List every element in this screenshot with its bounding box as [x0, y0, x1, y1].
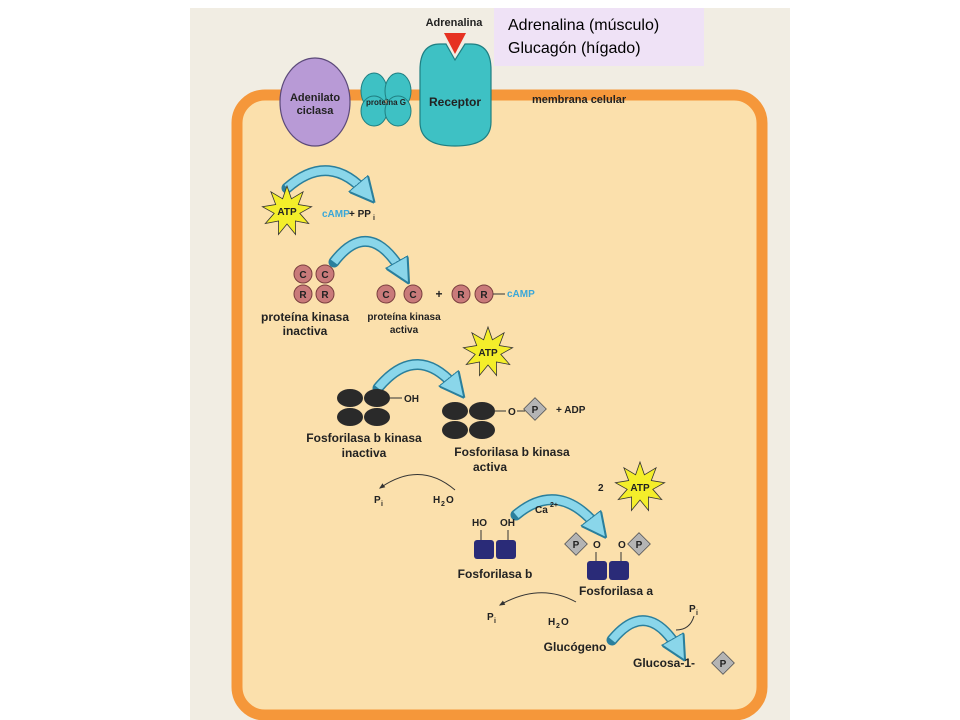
phosphorylase-a-label: Fosforilasa a: [579, 584, 653, 598]
phosphate-4: [711, 651, 735, 675]
ppi-subscript: i: [373, 215, 375, 222]
glucose-1-label: Glucosa-1-: [633, 656, 695, 670]
g-protein: [360, 72, 412, 127]
atp-label-2: ATP: [478, 348, 498, 359]
receptor: [419, 43, 492, 147]
h2o-h-2: H: [548, 617, 555, 628]
hormone-legend: Adrenalina (músculo) Glucagón (hígado): [494, 8, 704, 66]
phosphate-letter: P: [720, 659, 727, 670]
o-label-2: O: [593, 540, 601, 551]
plus-sign: +: [435, 287, 442, 301]
cell-membrane: [231, 89, 768, 720]
pi-sub-2: i: [494, 618, 496, 625]
kinase-active-label-2: activa: [473, 460, 507, 474]
adenylate-cyclase-label-1: Adenilato: [290, 92, 340, 104]
oh-label-2: OH: [500, 518, 515, 529]
arrow-glycogen-breakdown: [608, 616, 680, 652]
pi-sub-3: i: [696, 610, 698, 617]
two-label: 2: [598, 483, 604, 494]
h2o-2-1: 2: [441, 501, 445, 508]
oh-label-1: OH: [404, 394, 419, 405]
pka-r-subunit: [451, 284, 471, 304]
glycogen-label: Glucógeno: [544, 640, 607, 654]
pka-c-subunit: [376, 284, 396, 304]
r-letter: R: [457, 290, 465, 301]
pi-sub-1: i: [381, 501, 383, 508]
pka-inactive: C C R R: [293, 264, 335, 304]
phosphate-1: [523, 397, 547, 421]
pka-active-label-2: activa: [390, 325, 419, 336]
pka-regulatory-camp: R R: [451, 284, 505, 304]
phosphate-letter: P: [532, 405, 539, 416]
phosphorylase-b: [474, 540, 516, 559]
h2o-o-1: O: [446, 495, 454, 506]
legend-line-adrenaline: Adrenalina (músculo): [508, 17, 660, 34]
atp-burst-2: [462, 325, 514, 377]
c-letter: C: [299, 270, 306, 281]
membrane-label: membrana celular: [532, 94, 627, 106]
c-letter: C: [321, 270, 328, 281]
h2o-2-2: 2: [556, 623, 560, 630]
h2o-o-2: O: [561, 617, 569, 628]
camp-label-1: cAMP: [322, 209, 350, 220]
pka-c-subunit: [293, 264, 313, 284]
adenylate-cyclase-label-2: ciclasa: [297, 105, 335, 117]
ppi-label: + PP: [349, 209, 371, 220]
r-letter: R: [299, 290, 307, 301]
phosphate-letter: P: [573, 540, 580, 551]
c-letter: C: [409, 290, 416, 301]
phosphorylase-b-label: Fosforilasa b: [458, 567, 533, 581]
pka-active-label-1: proteína kinasa: [367, 312, 441, 323]
arrow-atp-to-camp: [284, 166, 368, 195]
ho-label: HO: [472, 518, 487, 529]
pka-r-subunit: [293, 284, 313, 304]
pka-active: C C: [376, 284, 423, 304]
kinase-active-label-1: Fosforilasa b kinasa: [454, 445, 570, 459]
r-letter: R: [480, 290, 488, 301]
pka-r-subunit: [315, 284, 335, 304]
ca-label: Ca: [535, 505, 548, 516]
pka-c-subunit: [403, 284, 423, 304]
r-letter: R: [321, 290, 329, 301]
pka-c-subunit: [315, 264, 335, 284]
legend-line-glucagon: Glucagón (hígado): [508, 40, 641, 57]
pi-label-1: P: [374, 495, 381, 506]
adrenaline-molecule: [444, 33, 466, 54]
o-label-1: O: [508, 407, 516, 418]
atp-burst-3: [614, 460, 666, 512]
o-label-3: O: [618, 540, 626, 551]
kinase-inactive-label-1: Fosforilasa b kinasa: [306, 431, 422, 445]
pi-label-2: P: [487, 612, 494, 623]
atp-label-3: ATP: [630, 483, 650, 494]
phosphorylase-dephosphorylation-arrow: [498, 592, 577, 606]
camp-label-2: cAMP: [507, 289, 535, 300]
ca-superscript: 2+: [550, 502, 558, 509]
kinase-dephosphorylation-arrow: [379, 474, 456, 491]
pka-inactive-label-1: proteína kinasa: [261, 310, 349, 324]
atp-burst-1: [261, 184, 313, 236]
adrenaline-label: Adrenalina: [426, 17, 484, 29]
c-letter: C: [382, 290, 389, 301]
phosphorylase-a: [587, 561, 629, 580]
arrow-kinase-activation: [374, 360, 458, 390]
pka-inactive-label-2: inactiva: [283, 324, 328, 338]
kinase-active: [442, 402, 525, 439]
arrow-camp-to-pka: [330, 237, 404, 275]
g-protein-label: proteína G: [366, 98, 406, 107]
adenylate-cyclase: [279, 57, 351, 147]
arrow-phosphorylase-activation: [513, 495, 600, 530]
pi-label-3: P: [689, 604, 696, 615]
atp-label-1: ATP: [277, 207, 297, 218]
phosphate-3: [627, 532, 651, 556]
h2o-h-1: H: [433, 495, 440, 506]
adp-label: + ADP: [556, 405, 586, 416]
kinase-inactive: [337, 389, 402, 426]
kinase-inactive-label-2: inactiva: [342, 446, 387, 460]
receptor-label: Receptor: [429, 95, 481, 109]
phosphate-letter: P: [636, 540, 643, 551]
phosphate-2: [564, 532, 588, 556]
